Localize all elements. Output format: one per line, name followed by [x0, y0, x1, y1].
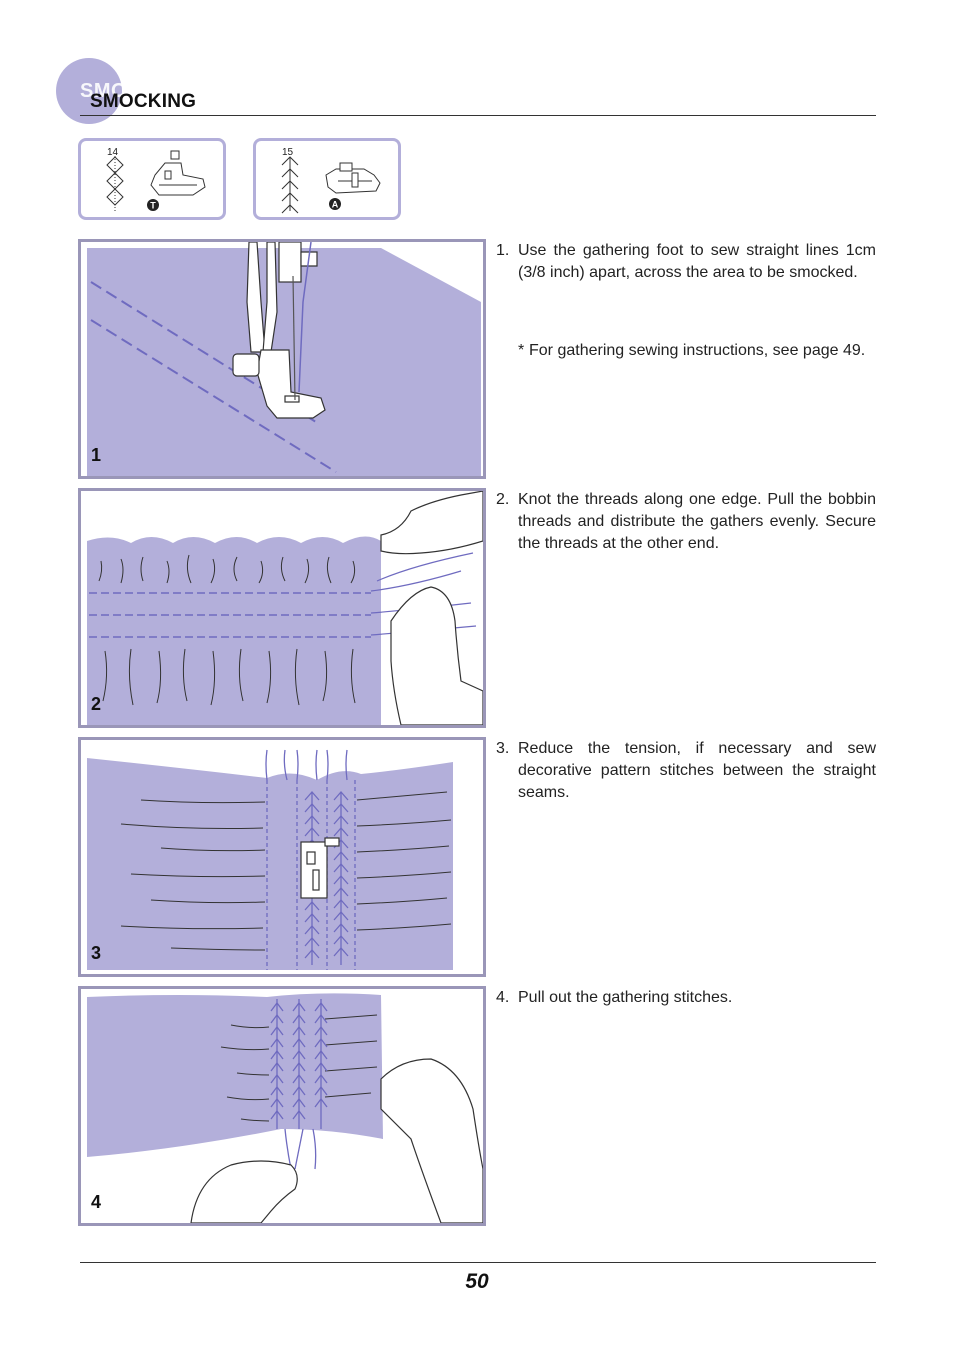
step-text: Reduce the tension, if necessary and sew… [518, 740, 876, 801]
step-marker: 1. [496, 242, 510, 259]
step-1-note: * For gathering sewing instructions, see… [518, 340, 876, 362]
pattern-number: 15 [282, 147, 294, 158]
step-4-illustration: 4 [78, 986, 486, 1226]
svg-text:A: A [332, 200, 339, 210]
panel-number: 1 [91, 445, 102, 465]
diamond-stitch-icon [106, 153, 124, 211]
step-4-instruction: 4. Pull out the gathering stitches. [496, 987, 876, 1009]
step-3-illustration: 3 [78, 737, 486, 977]
hand-icon [380, 491, 483, 725]
panel-number: 4 [91, 1192, 102, 1212]
note-text: For gathering sewing instructions, see p… [529, 342, 866, 359]
step-marker: 3. [496, 740, 510, 757]
header-accent-circle [56, 58, 122, 124]
step-marker: 2. [496, 491, 510, 508]
step-3-instruction: 3. Reduce the tension, if necessary and … [496, 738, 876, 804]
pull-bobbin-threads-illustration [87, 491, 483, 725]
step-1-illustration: 1 [78, 239, 486, 479]
presser-foot-icon [325, 162, 381, 194]
hand-icon [190, 1058, 483, 1223]
panel-number: 3 [91, 943, 102, 963]
step-text: Use the gathering foot to sew straight l… [518, 242, 876, 281]
page-title: SMOCKING [90, 91, 197, 112]
pattern-14-illustration: T [106, 150, 206, 211]
pattern-card-14: 14 T [78, 138, 226, 220]
pattern-number: 14 [107, 147, 119, 158]
chevron-stitch-rows [304, 791, 349, 965]
foot-letter-badge: A [329, 198, 341, 210]
pull-gathering-stitches-illustration [87, 993, 483, 1223]
svg-text:T: T [150, 201, 156, 211]
panel-number: 2 [91, 694, 102, 714]
step-text: Knot the threads along one edge. Pull th… [518, 491, 876, 552]
decorative-stitch-illustration [87, 749, 453, 970]
foot-letter-badge: T [147, 199, 159, 211]
page-number: 50 [465, 1270, 489, 1293]
gathering-foot-sewing-illustration [87, 242, 483, 476]
step-2-instruction: 2. Knot the threads along one edge. Pull… [496, 489, 876, 555]
step-marker: 4. [496, 989, 510, 1006]
pattern-15-illustration: A [281, 156, 381, 214]
header-title-shadow: SMOCKING [80, 80, 194, 102]
header-divider [80, 115, 876, 116]
footer-divider [80, 1262, 876, 1263]
chevron-stitch-icon [281, 156, 299, 214]
chevron-stitch-rows [270, 999, 328, 1170]
presser-foot-icon [300, 837, 340, 899]
pattern-card-15: 15 A [253, 138, 401, 220]
step-2-illustration: 2 [78, 488, 486, 728]
step-1-instruction: 1. Use the gathering foot to sew straigh… [496, 240, 876, 284]
step-text: Pull out the gathering stitches. [518, 989, 733, 1006]
note-marker: * [518, 342, 525, 359]
presser-foot-icon [232, 242, 326, 419]
presser-foot-icon [150, 150, 206, 196]
